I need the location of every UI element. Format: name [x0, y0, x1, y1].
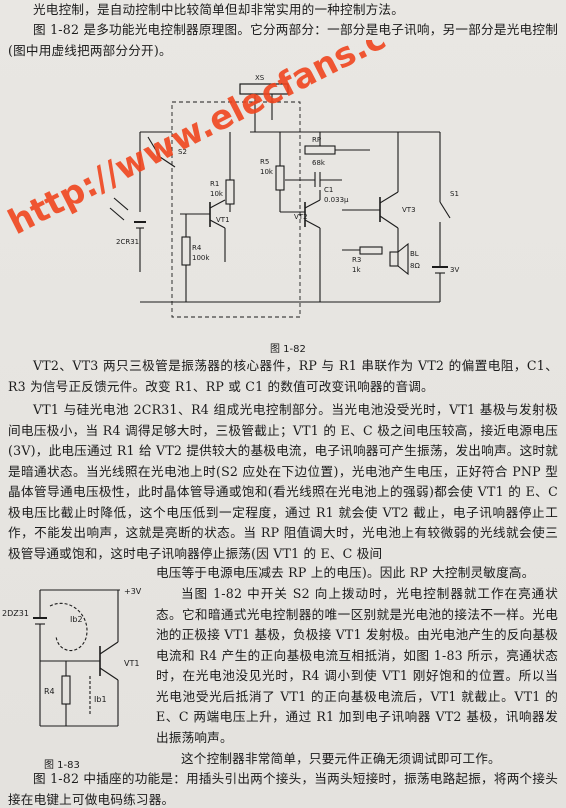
- label-r1: R1: [210, 180, 219, 188]
- paragraph-intro: 光电控制，是自动控制中比较简单但却非常实用的一种控制方法。: [33, 2, 405, 17]
- circuit-diagram-1-83: +3V 2DZ31 Ib2 Ib1 VT1 R4: [2, 587, 142, 727]
- label-rp: RP: [312, 136, 321, 144]
- fig2-label-voltage: +3V: [124, 587, 142, 596]
- label-r5-value: 10k: [260, 168, 274, 176]
- paragraph-socket: 图 1-82 中插座的功能是：用插头引出两个接头，当两头短接时，振荡电路起振，将…: [8, 771, 558, 807]
- label-vt3: VT3: [402, 206, 416, 214]
- fig2-label-ib1: Ib1: [94, 695, 107, 704]
- label-voltage: 3V: [450, 266, 459, 274]
- fig2-label-ib2: Ib2: [70, 615, 83, 624]
- circuit-diagram-1-82: XS S2 RP 68k R5 10k R1 10k C1 0.033μ VT1…: [109, 74, 459, 318]
- paragraph-oscillator: VT2、VT3 两只三极管是振荡器的核心器件，RP 与 R1 串联作为 VT2 …: [8, 358, 558, 394]
- label-bl-value: 8Ω: [410, 262, 420, 270]
- figure-caption-1-82: 图 1-82: [270, 344, 306, 355]
- fig2-label-photocell: 2DZ31: [2, 609, 29, 618]
- label-vt2: VT2: [294, 213, 308, 221]
- label-photocell: 2CR31: [116, 238, 139, 246]
- paragraph-dark-mode: VT1 与硅光电池 2CR31、R4 组成光电控制部分。当光电池没受光时，VT1…: [8, 402, 558, 561]
- paragraph-fig-description: 图 1-82 是多功能光电控制器原理图。它分两部分：一部分是电子讯响，另一部分是…: [8, 22, 558, 58]
- label-r4-value: 100k: [192, 254, 210, 262]
- label-r1-value: 10k: [210, 190, 224, 198]
- label-c1: C1: [324, 186, 333, 194]
- paragraph-sensitivity: 电压等于电源电压减去 RP 上的电压)。因此 RP 大控制灵敏度高。: [156, 565, 535, 580]
- label-vt1: VT1: [216, 216, 230, 224]
- label-bl: BL: [410, 250, 419, 258]
- label-xs: XS: [255, 74, 265, 82]
- label-r5: R5: [260, 158, 269, 166]
- label-r4: R4: [192, 244, 202, 252]
- paragraph-simple: 这个控制器非常简单，只要元件正确无须调试即可工作。: [181, 751, 501, 766]
- label-r3-value: 1k: [352, 266, 361, 274]
- fig2-label-vt1: VT1: [124, 659, 139, 668]
- label-rp-value: 68k: [312, 159, 326, 167]
- figure-caption-1-83: 图 1-83: [44, 760, 80, 771]
- label-r3: R3: [352, 256, 361, 264]
- fig2-label-r4: R4: [44, 687, 55, 696]
- label-c1-value: 0.033μ: [324, 196, 349, 204]
- paragraph-bright-mode: 当图 1-82 中开关 S2 向上拨动时，光电控制器就工作在亮通状态。它和暗通式…: [156, 586, 558, 745]
- label-s1: S1: [450, 190, 459, 198]
- label-s2: S2: [178, 148, 187, 156]
